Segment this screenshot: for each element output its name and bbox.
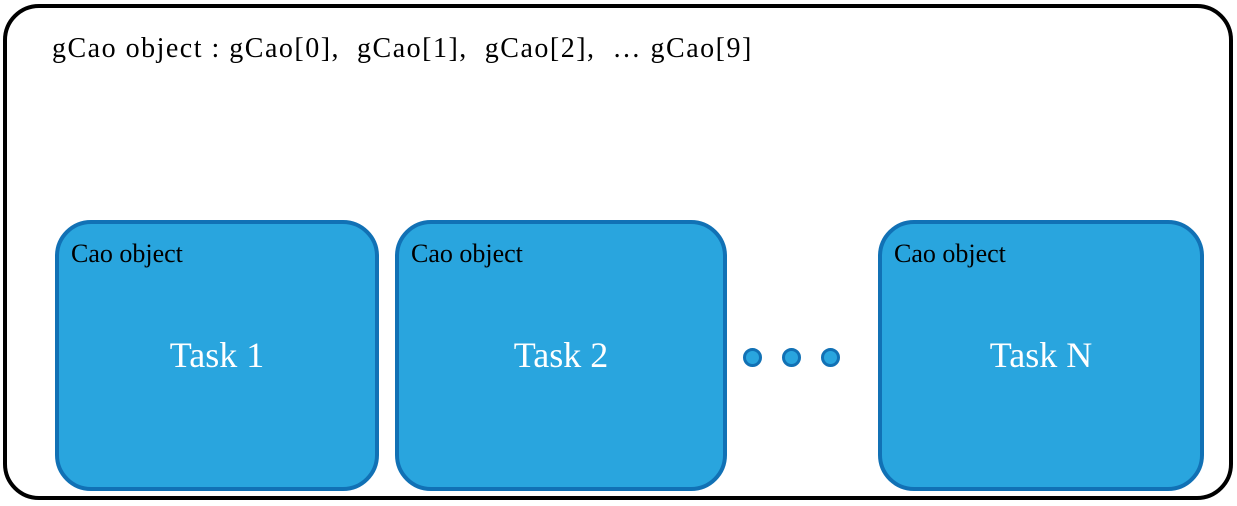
- ellipsis-dots: [743, 348, 840, 367]
- task-label: Task 1: [169, 335, 265, 375]
- ellipsis-dot-icon: [743, 348, 762, 367]
- cao-object-box-2: Cao object Task 2: [395, 220, 727, 491]
- cao-object-label: Cao object: [71, 239, 183, 268]
- gcao-object-frame: gCao object : gCao[0], gCao[1], gCao[2],…: [3, 4, 1233, 500]
- ellipsis-dot-icon: [782, 348, 801, 367]
- cao-object-box-1: Cao object Task 1: [55, 220, 379, 491]
- task-label: Task 2: [513, 335, 609, 375]
- ellipsis-dot-icon: [821, 348, 840, 367]
- cao-object-box-n: Cao object Task N: [878, 220, 1204, 491]
- cao-object-label: Cao object: [411, 239, 523, 268]
- diagram-title: gCao object : gCao[0], gCao[1], gCao[2],…: [52, 33, 753, 64]
- cao-object-label: Cao object: [894, 239, 1006, 268]
- task-label: Task N: [989, 335, 1093, 375]
